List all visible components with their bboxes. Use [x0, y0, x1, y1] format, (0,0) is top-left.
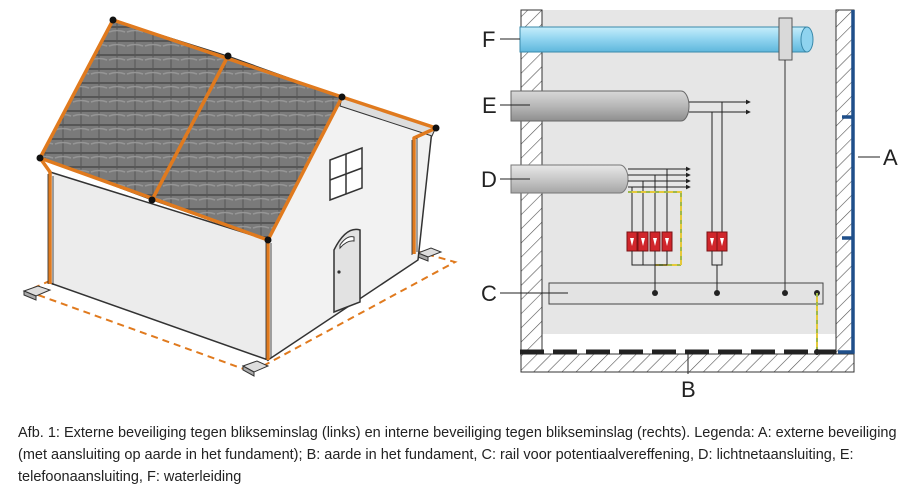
external-conductor: [838, 10, 855, 354]
label-f: F: [482, 27, 495, 52]
equipotential-rail: [548, 282, 824, 305]
telephone-wires: [689, 99, 751, 232]
arrester-earth-wires: [631, 251, 723, 293]
pipe-clamp: [778, 17, 793, 61]
door: [333, 228, 361, 314]
label-e: E: [482, 93, 497, 118]
internal-protection-diagram: F E D C A B: [481, 9, 898, 402]
water-pipe: [519, 26, 808, 53]
surge-arrester-icon: [626, 231, 728, 252]
window: [329, 146, 363, 202]
label-leaders: [500, 38, 880, 374]
telephone-cable: [510, 90, 690, 122]
lightning-protection-figure: F E D C A B: [22, 9, 898, 402]
house-illustration: [22, 16, 458, 377]
mains-cable: [510, 164, 629, 194]
conductor-outline: [47, 138, 418, 360]
conductor-junction-dots: [36, 16, 440, 244]
mains-wires: [628, 166, 691, 232]
ground-ring-outline: [24, 198, 458, 374]
figure-caption: Afb. 1: Externe beveiliging tegen blikse…: [18, 425, 897, 485]
label-b: B: [681, 377, 696, 402]
label-a: A: [883, 145, 898, 170]
label-d: D: [481, 167, 497, 192]
label-c: C: [481, 281, 497, 306]
